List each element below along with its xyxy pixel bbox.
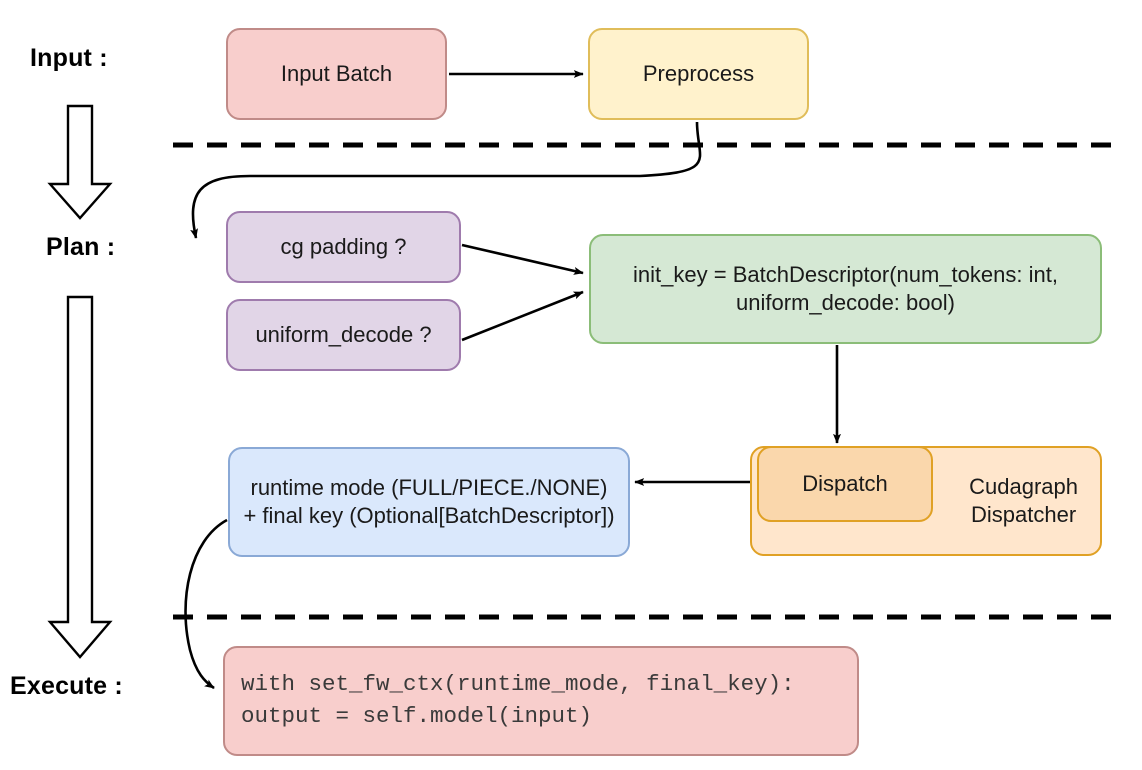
connector-cg-padding-to-init-key bbox=[461, 243, 584, 275]
node-preprocess[interactable]: Preprocess bbox=[588, 28, 809, 120]
node-uniform-decode[interactable]: uniform_decode ? bbox=[226, 299, 461, 371]
node-input-batch-label: Input Batch bbox=[280, 60, 393, 86]
node-runtime-mode-label: runtime mode (FULL/PIECE./NONE) + final … bbox=[243, 474, 615, 528]
node-preprocess-label: Preprocess bbox=[642, 60, 755, 86]
node-execute-code-label: with set_fw_ctx(runtime_mode, final_key)… bbox=[241, 671, 795, 729]
node-input-batch[interactable]: Input Batch bbox=[226, 28, 447, 120]
connector-runtime-mode-to-execute-code bbox=[184, 518, 228, 690]
node-uniform-decode-label: uniform_decode ? bbox=[255, 321, 432, 347]
connector-uniform-decode-to-init-key bbox=[461, 290, 584, 342]
stage-label-input: Input : bbox=[30, 44, 108, 72]
node-init-key[interactable]: init_key = BatchDescriptor(num_tokens: i… bbox=[589, 234, 1102, 344]
stage-label-execute: Execute : bbox=[10, 672, 123, 700]
node-dispatch[interactable]: Dispatch bbox=[757, 446, 933, 522]
node-execute-code[interactable]: with set_fw_ctx(runtime_mode, final_key)… bbox=[223, 646, 859, 756]
stage-arrow-plan-to-execute bbox=[47, 295, 113, 659]
node-cudagraph-dispatcher-label: Cudagraph Dispatcher bbox=[969, 473, 1078, 527]
node-dispatch-label: Dispatch bbox=[802, 470, 888, 496]
stage-label-plan: Plan : bbox=[46, 233, 116, 261]
node-cg-padding[interactable]: cg padding ? bbox=[226, 211, 461, 283]
stage-arrow-input-to-plan bbox=[47, 104, 113, 220]
node-cg-padding-label: cg padding ? bbox=[280, 233, 407, 259]
node-runtime-mode[interactable]: runtime mode (FULL/PIECE./NONE) + final … bbox=[228, 447, 630, 557]
node-init-key-label: init_key = BatchDescriptor(num_tokens: i… bbox=[633, 261, 1058, 315]
